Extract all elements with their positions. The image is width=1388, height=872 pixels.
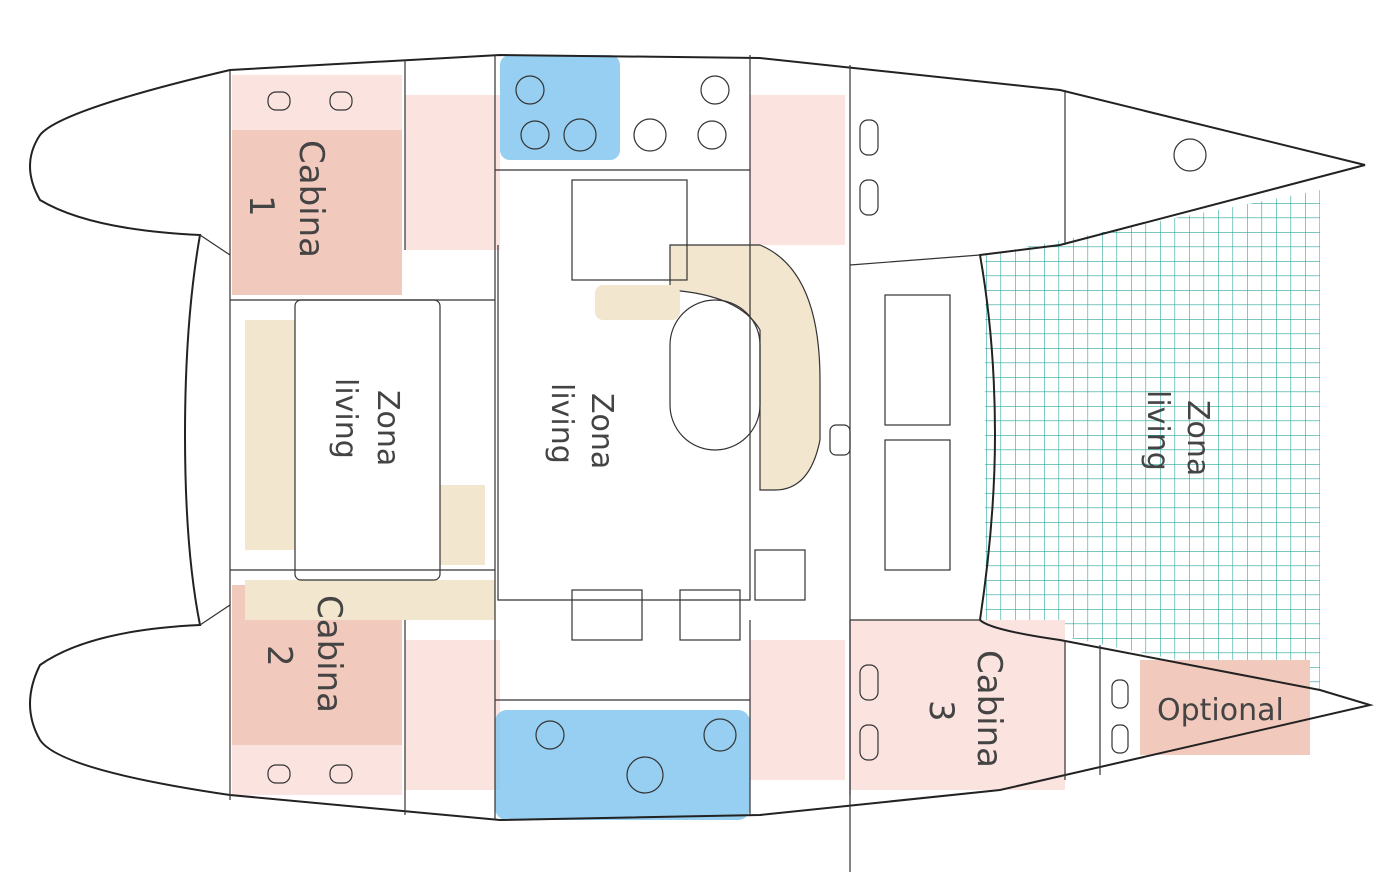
cabin-1-area — [232, 130, 402, 295]
trampoline-net — [985, 190, 1320, 690]
cabin-3-label: Cabina — [969, 650, 1009, 768]
cabin-1-number: 1 — [241, 195, 281, 217]
hull-outline — [29, 53, 1374, 822]
living-center-sub: living — [544, 383, 579, 464]
living-deck-sub: living — [1140, 390, 1175, 471]
cabin-1-label: Cabina — [291, 140, 331, 258]
living-left-sub: living — [328, 378, 363, 459]
cabin-2-label: Cabina — [309, 595, 349, 713]
living-deck-label: Zona — [1180, 400, 1215, 476]
bathroom-bottom — [495, 710, 750, 820]
optional-label: Optional — [1157, 693, 1284, 728]
saloon-sofa — [669, 244, 821, 491]
cabin-3-number: 3 — [921, 700, 961, 722]
bathroom-top — [500, 55, 620, 160]
living-left-label: Zona — [370, 390, 405, 466]
cabin-2-number: 2 — [259, 645, 299, 667]
living-center-label: Zona — [584, 393, 619, 469]
